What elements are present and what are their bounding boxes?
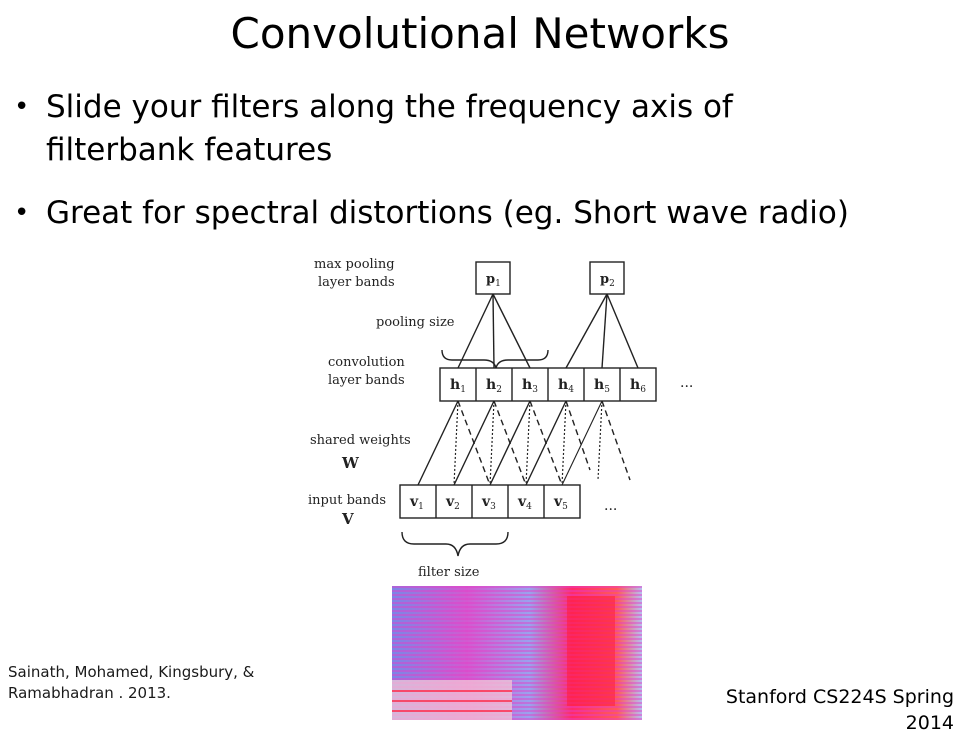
citation-line-1: Sainath, Mohamed, Kingsbury, & <box>8 663 255 681</box>
citation: Sainath, Mohamed, Kingsbury, & Ramabhadr… <box>8 662 278 704</box>
spectrogram-image <box>392 586 642 720</box>
conv-node-label: h6 <box>630 377 646 395</box>
course-footer: Stanford CS224S Spring 2014 <box>725 686 954 734</box>
pool-node-label: p2 <box>600 272 615 289</box>
input-symbol: V <box>341 510 354 528</box>
input-node-label: v3 <box>481 494 496 512</box>
conv-node-label: h2 <box>486 377 502 395</box>
bullet-1-line-1: Slide your filters along the frequency a… <box>46 89 733 125</box>
bullet-marker: • <box>14 92 30 122</box>
citation-line-2: Ramabhadran . 2013. <box>8 684 171 702</box>
input-node-label: v1 <box>409 494 424 512</box>
pooling-size-label: pooling size <box>376 315 455 330</box>
max-pooling-label-1: max pooling <box>314 257 395 272</box>
max-pooling-label-2: layer bands <box>318 275 395 290</box>
filter-size-label: filter size <box>418 565 480 580</box>
convolution-label-1: convolution <box>328 355 405 370</box>
conv-node-label: h3 <box>522 377 538 395</box>
input-ellipsis: ... <box>604 498 617 514</box>
bullet-2-line-1: Great for spectral distortions (eg. Shor… <box>46 195 849 231</box>
bullet-1-line-2: filterbank features <box>46 132 333 168</box>
conv-node-label: h4 <box>558 377 574 395</box>
bullet-marker: • <box>14 198 30 228</box>
pool-node-label: p1 <box>486 272 501 289</box>
convolution-label-2: layer bands <box>328 373 405 388</box>
conv-ellipsis: ... <box>680 375 693 391</box>
input-node-label: v4 <box>517 494 532 512</box>
slide-title: Convolutional Networks <box>230 9 730 58</box>
shared-weights-label: shared weights <box>310 433 411 448</box>
input-node-label: v2 <box>445 494 460 512</box>
input-bands-label: input bands <box>308 493 386 508</box>
input-node-label: v5 <box>553 494 568 512</box>
weights-symbol: W <box>341 454 360 472</box>
conv-network-diagram: max pooling layer bands pooling size con… <box>308 257 693 580</box>
conv-node-label: h5 <box>594 377 610 395</box>
conv-node-label: h1 <box>450 377 466 395</box>
